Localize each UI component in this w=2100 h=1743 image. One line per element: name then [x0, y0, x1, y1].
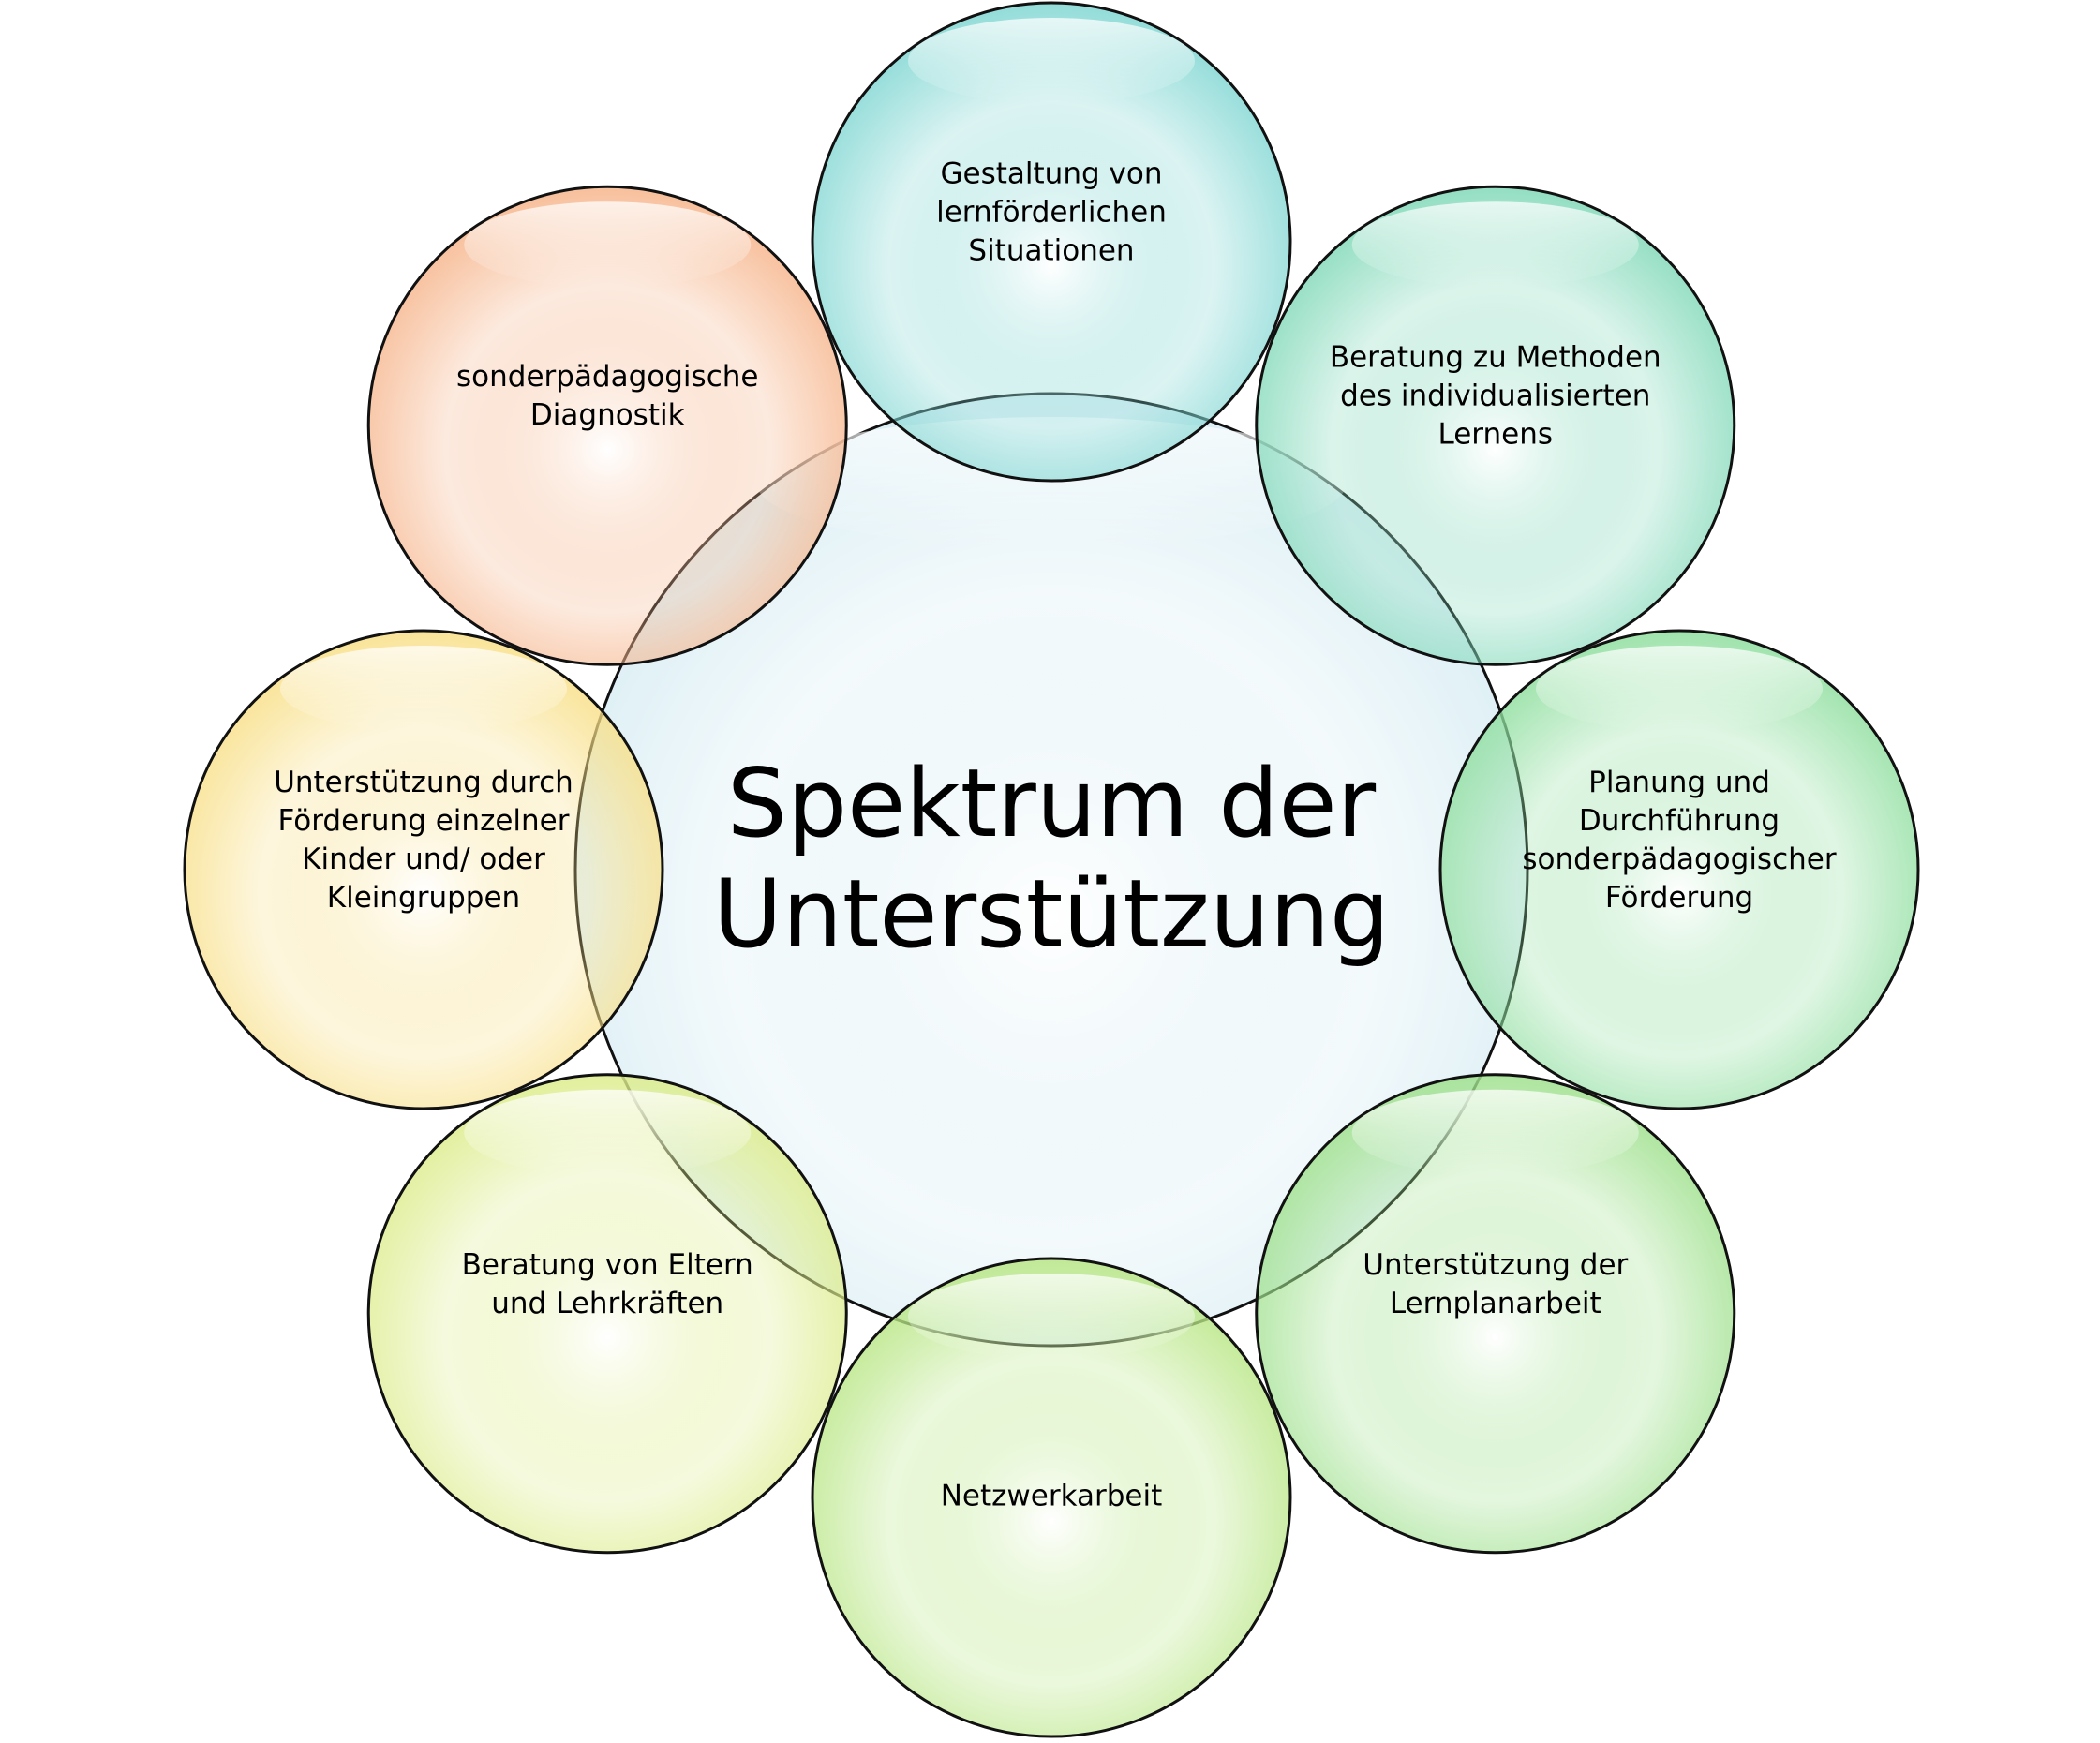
outer-circles-group	[183, 1, 1920, 1738]
node-label-foerderung-line-1: Unterstützung durch	[274, 766, 573, 799]
node-highlight-netzwerkarbeit	[908, 1274, 1195, 1360]
node-circle-gestaltung	[811, 1, 1292, 483]
node-highlight-planung	[1536, 646, 1823, 732]
node-label-gestaltung-line-1: Gestaltung von	[941, 157, 1163, 191]
node-label-foerderung-line-2: Förderung einzelner	[278, 804, 570, 838]
node-highlight-beratung-methoden	[1351, 201, 1639, 289]
labels-group: Gestaltung von lernförderlichenSituatione…	[274, 157, 1837, 1513]
node-circle-beratung-eltern	[366, 1073, 848, 1555]
node-label-planung-line-4: Förderung	[1605, 881, 1753, 915]
node-circle-netzwerkarbeit	[811, 1257, 1292, 1738]
node-circle-beratung-methoden	[1255, 185, 1736, 666]
node-highlight-beratung-eltern	[464, 1089, 752, 1176]
node-label-diagnostik-line-1: sonderpädagogische	[456, 360, 758, 394]
node-netzwerkarbeit	[811, 1257, 1292, 1738]
node-label-lernplanarbeit-line-1: Unterstützung der	[1363, 1248, 1628, 1282]
node-label-beratung-eltern-line-2: und Lehrkräften	[491, 1287, 723, 1320]
node-circle-foerderung	[183, 629, 664, 1110]
node-label-foerderung-line-4: Kleingruppen	[327, 881, 520, 915]
node-highlight-diagnostik	[464, 201, 752, 289]
node-highlight-foerderung	[280, 646, 567, 732]
node-label-gestaltung-line-3: Situationen	[968, 234, 1134, 268]
node-circle-diagnostik	[366, 185, 848, 666]
node-label-gestaltung-line-2: lernförderlichen	[936, 196, 1167, 230]
center-title-line-2: Unterstützung	[713, 858, 1390, 969]
node-label-beratung-methoden-line-3: Lernens	[1437, 418, 1553, 452]
node-label-foerderung-line-3: Kinder und/ oder	[302, 842, 545, 876]
node-beratung-eltern	[366, 1073, 848, 1555]
node-label-beratung-methoden-line-1: Beratung zu Methoden	[1330, 341, 1661, 375]
node-highlight-lernplanarbeit	[1351, 1089, 1639, 1176]
node-lernplanarbeit	[1255, 1073, 1736, 1555]
node-highlight-gestaltung	[908, 18, 1195, 104]
node-diagnostik	[366, 185, 848, 666]
node-beratung-methoden	[1255, 185, 1736, 666]
node-label-planung-line-3: sonderpädagogischer	[1522, 842, 1836, 876]
node-label-lernplanarbeit-line-2: Lernplanarbeit	[1390, 1287, 1601, 1320]
node-label-netzwerkarbeit-line-1: Netzwerkarbeit	[941, 1480, 1163, 1513]
node-gestaltung	[811, 1, 1292, 483]
node-circle-lernplanarbeit	[1255, 1073, 1736, 1555]
node-planung	[1438, 629, 1920, 1110]
center-circle-highlight	[756, 417, 1347, 548]
node-circle-planung	[1438, 629, 1920, 1110]
center-title-line-1: Spektrum der	[727, 748, 1377, 858]
node-label-planung-line-2: Durchführung	[1579, 804, 1780, 838]
node-label-planung-line-1: Planung und	[1588, 766, 1770, 799]
center-circle-group	[573, 392, 1529, 1348]
node-label-diagnostik-line-2: Diagnostik	[530, 398, 685, 432]
node-label-beratung-eltern-line-1: Beratung von Eltern	[462, 1248, 753, 1282]
node-label-beratung-methoden-line-2: des individualisierten	[1340, 380, 1650, 413]
node-foerderung	[183, 629, 664, 1110]
